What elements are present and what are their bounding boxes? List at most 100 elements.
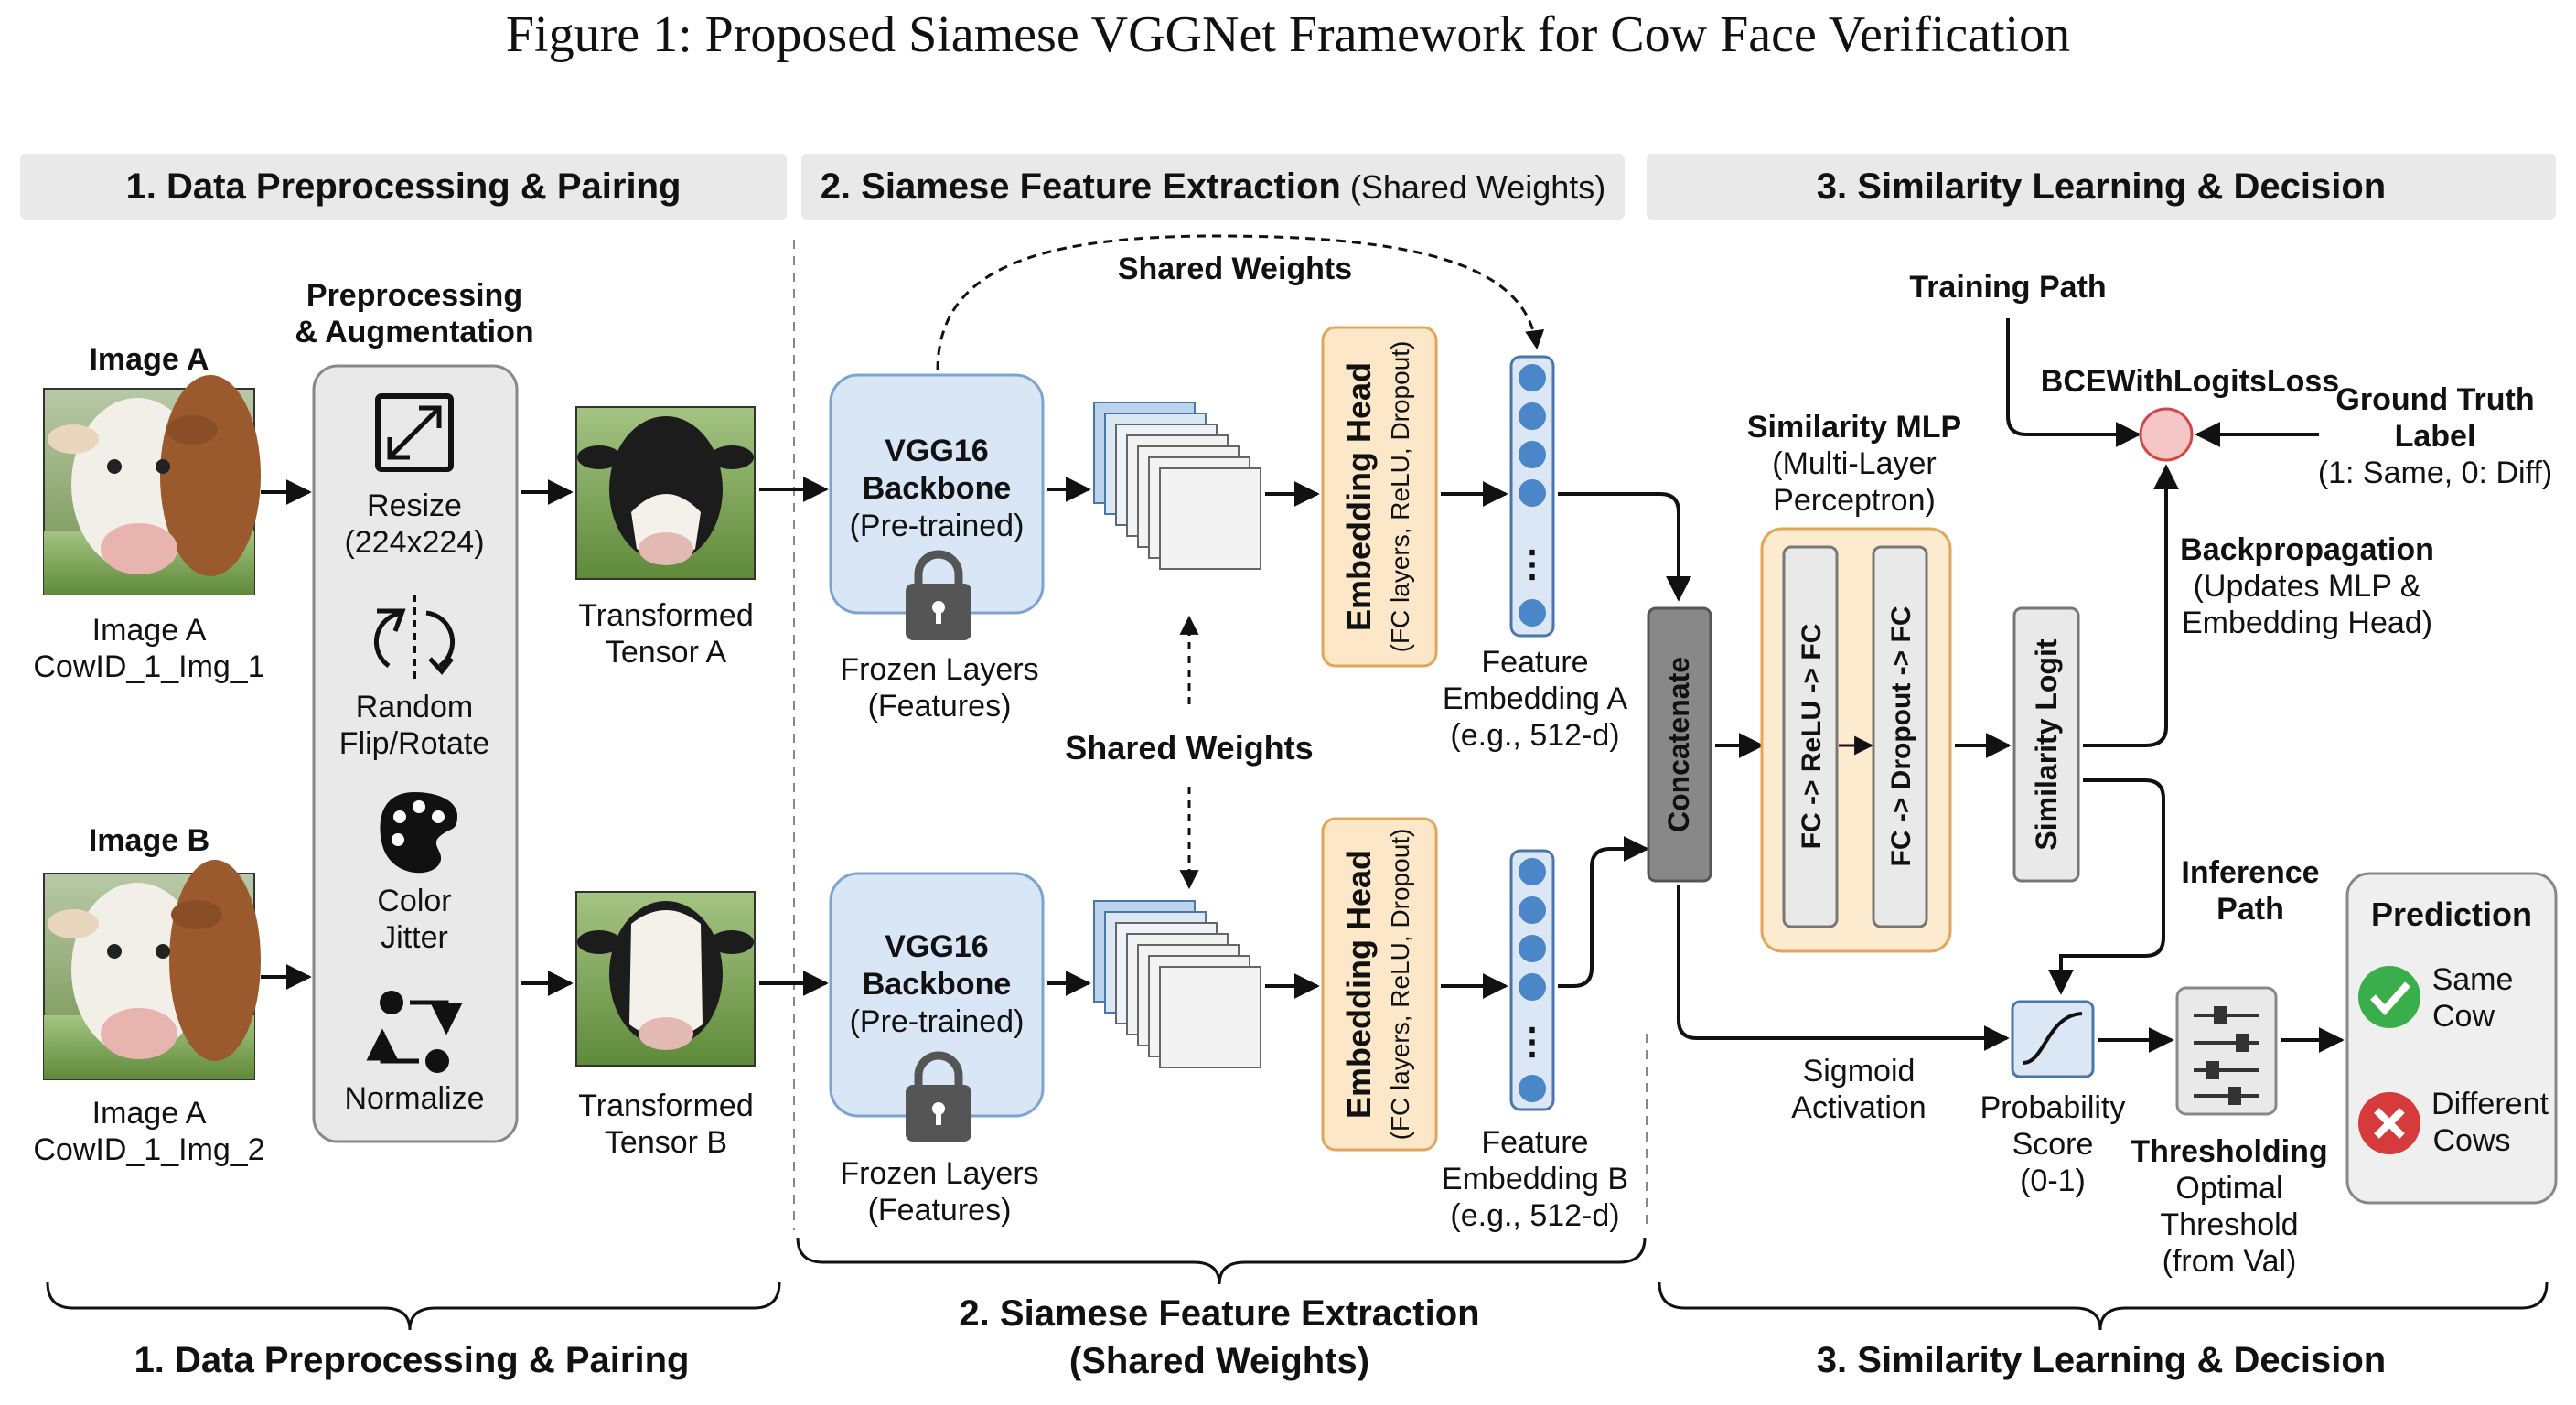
- footer-section-2-line1: 2. Siamese Feature Extraction: [959, 1293, 1479, 1334]
- training-path-label: Training Path: [1909, 270, 2106, 305]
- shared-weights-top-arc: [936, 234, 1545, 371]
- probability-line2: Score: [2012, 1127, 2094, 1162]
- tensor-a-label-2: Tensor A: [606, 635, 727, 670]
- footer-section-3: 3. Similarity Learning & Decision: [1817, 1340, 2386, 1380]
- step-flip-label: Random: [356, 690, 474, 724]
- tensor-b-label-1: Transformed: [578, 1089, 753, 1123]
- backbone-b-line3: (Pre-trained): [850, 1004, 1025, 1039]
- mlp-sub-2: Perceptron): [1773, 483, 1936, 518]
- vector-b-dots: ⋮: [1514, 1022, 1551, 1062]
- preprocess-title-1: Preprocessing: [306, 278, 522, 313]
- arrow-logit-to-loss: [2083, 464, 2179, 747]
- backprop-line3: Embedding Head): [2182, 606, 2432, 640]
- section-3-header-bg: [1647, 154, 2556, 220]
- inference-path-line: [2048, 778, 2165, 995]
- step-color-detail: Jitter: [381, 920, 448, 955]
- prediction-same-2: Cow: [2432, 999, 2495, 1034]
- embedding-head-b-title: Embedding Head: [1340, 850, 1378, 1119]
- embedding-b-line1: Feature: [1481, 1125, 1588, 1160]
- sigmoid-line1: Sigmoid: [1803, 1054, 1916, 1089]
- backprop-line1: Backpropagation: [2180, 532, 2434, 567]
- resize-icon: [375, 393, 454, 472]
- backprop-line2: (Updates MLP &: [2194, 569, 2421, 604]
- image-a-caption: Image A: [92, 613, 207, 648]
- embedding-a-line1: Feature: [1481, 645, 1588, 680]
- probability-line1: Probability: [1980, 1090, 2126, 1125]
- feature-maps-b: [1093, 900, 1261, 1068]
- brace-section-1: [46, 1282, 781, 1331]
- section-3-header: 3. Similarity Learning & Decision: [1817, 166, 2386, 207]
- tensor-a-image: [575, 406, 756, 580]
- similarity-logit-label: Similarity Logit: [2030, 638, 2063, 850]
- mlp-layer-1: [1782, 545, 1839, 928]
- inference-path-label-2: Path: [2216, 892, 2284, 927]
- embedding-b-line3: (e.g., 512-d): [1450, 1198, 1619, 1233]
- shared-weights-mid: Shared Weights: [1065, 729, 1313, 767]
- mlp-layer-2-label: FC -> Dropout -> FC: [1886, 606, 1916, 867]
- threshold-title: Thresholding: [2131, 1134, 2327, 1169]
- figure-title: Figure 1: Proposed Siamese VGGNet Framew…: [506, 6, 2070, 63]
- lock-icon: [906, 1051, 971, 1142]
- section-2-header-bg: [801, 154, 1625, 220]
- sigmoid-line2: Activation: [1791, 1090, 1926, 1125]
- tensor-b-image: [575, 891, 756, 1067]
- image-b-title: Image B: [89, 823, 209, 858]
- concatenate-block: [1647, 606, 1712, 883]
- embedding-a-line2: Embedding A: [1443, 681, 1628, 716]
- embedding-head-a-title: Embedding Head: [1340, 362, 1378, 631]
- image-b-caption: Image A: [92, 1096, 207, 1131]
- backbone-b-line1: VGG16: [885, 929, 988, 964]
- sigmoid-curve-icon: [2023, 1012, 2083, 1065]
- section-1-header: 1. Data Preprocessing & Pairing: [126, 166, 682, 207]
- embedding-head-a: [1321, 326, 1438, 668]
- slider-icon: [2194, 1006, 2259, 1105]
- step-resize-detail: (224x224): [344, 525, 484, 560]
- image-a-id: CowID_1_Img_1: [33, 649, 264, 684]
- backbone-a-line1: VGG16: [885, 434, 988, 468]
- prediction-diff-1: Different: [2431, 1087, 2549, 1121]
- shared-weights-top: Shared Weights: [1118, 252, 1352, 286]
- brace-section-2: [796, 1237, 1647, 1285]
- loss-node: [2139, 407, 2194, 462]
- frozen-b-line1: Frozen Layers: [840, 1156, 1038, 1191]
- feature-vector-a: [1509, 355, 1555, 638]
- arrow-vector-b-to-concat: [1558, 836, 1649, 988]
- section-2-header: 2. Siamese Feature Extraction(Shared Wei…: [821, 166, 1606, 207]
- embedding-head-b: [1321, 817, 1438, 1152]
- mlp-layer-1-label: FC -> ReLU -> FC: [1797, 624, 1827, 850]
- check-icon: [2358, 966, 2420, 1028]
- preprocessing-panel: [312, 364, 519, 1143]
- threshold-line3: (from Val): [2163, 1244, 2297, 1279]
- embedding-head-a-sub: (FC layers, ReLU, Dropout): [1386, 341, 1414, 653]
- vector-a-dots: ⋮: [1514, 544, 1551, 585]
- prediction-same-1: Same: [2432, 962, 2514, 997]
- probability-line3: (0-1): [2020, 1164, 2086, 1198]
- backbone-a-line3: (Pre-trained): [850, 509, 1025, 543]
- palette-icon: [380, 792, 457, 874]
- tensor-b-label-2: Tensor B: [605, 1125, 727, 1160]
- concatenate-label: Concatenate: [1662, 657, 1695, 832]
- threshold-line2: Threshold: [2160, 1207, 2298, 1242]
- lock-icon: [906, 550, 971, 640]
- arrow-concat-to-sigmoid: [1677, 885, 2010, 1051]
- arrow-vector-a-to-concat: [1558, 492, 1691, 602]
- frozen-a-line1: Frozen Layers: [840, 652, 1038, 687]
- footer-section-2-line2: (Shared Weights): [1069, 1341, 1369, 1381]
- feature-maps-a: [1093, 402, 1261, 570]
- embedding-a-line3: (e.g., 512-d): [1450, 718, 1619, 753]
- tensor-a-label-1: Transformed: [578, 598, 753, 633]
- threshold-box: [2175, 986, 2278, 1116]
- cross-icon: [2358, 1092, 2420, 1154]
- loss-label: BCEWithLogitsLoss: [2041, 364, 2339, 399]
- training-path-line: [2006, 318, 2141, 447]
- mlp-title: Similarity MLP: [1747, 410, 1961, 445]
- preprocess-title-2: & Augmentation: [295, 315, 533, 349]
- ground-truth-line1: Ground Truth: [2335, 382, 2534, 417]
- brace-section-3: [1658, 1282, 2549, 1331]
- step-normalize-label: Normalize: [344, 1081, 484, 1116]
- mlp-sub-1: (Multi-Layer: [1772, 446, 1936, 481]
- backbone-b-line2: Backbone: [863, 967, 1012, 1002]
- frozen-b-line2: (Features): [868, 1193, 1012, 1228]
- backbone-a-line2: Backbone: [863, 471, 1012, 506]
